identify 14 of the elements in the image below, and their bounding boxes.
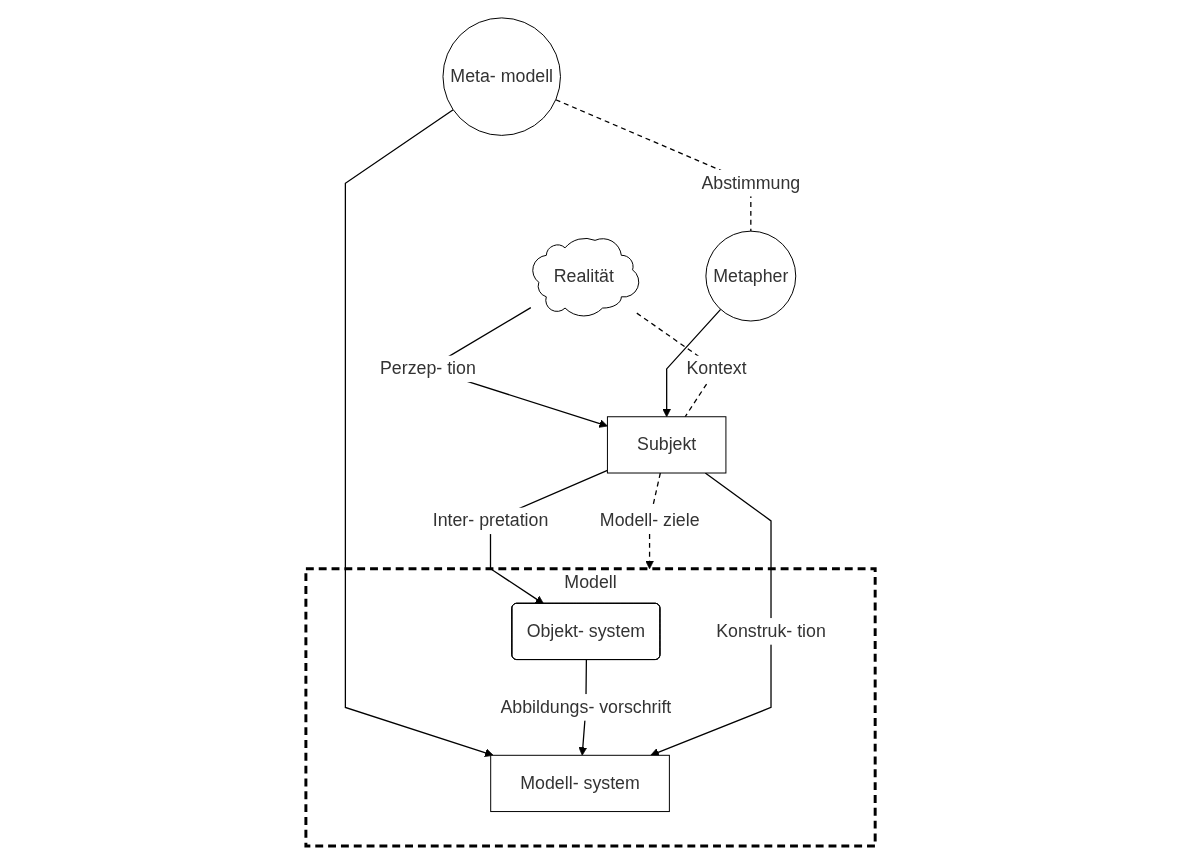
- edge-label: Perzep- tion: [379, 358, 476, 379]
- arrow: [662, 308, 722, 418]
- node-circle: Metapher: [705, 230, 797, 322]
- node-circle: Meta- modell: [442, 17, 561, 136]
- node-box: Subjekt: [606, 416, 727, 474]
- edge-label: Inter- pretation: [432, 510, 549, 531]
- node-box: Modell- system: [490, 754, 670, 813]
- edge-label: Kontext: [686, 358, 747, 379]
- edge-label: Abbildungs- vorschrift: [500, 697, 672, 717]
- edge-label: Abstimmung: [701, 172, 801, 193]
- edge-label: Konstruk- tion: [716, 621, 826, 641]
- arrow: [344, 109, 494, 757]
- edge-label: Modell- ziele: [599, 509, 700, 530]
- arrow: [650, 472, 772, 757]
